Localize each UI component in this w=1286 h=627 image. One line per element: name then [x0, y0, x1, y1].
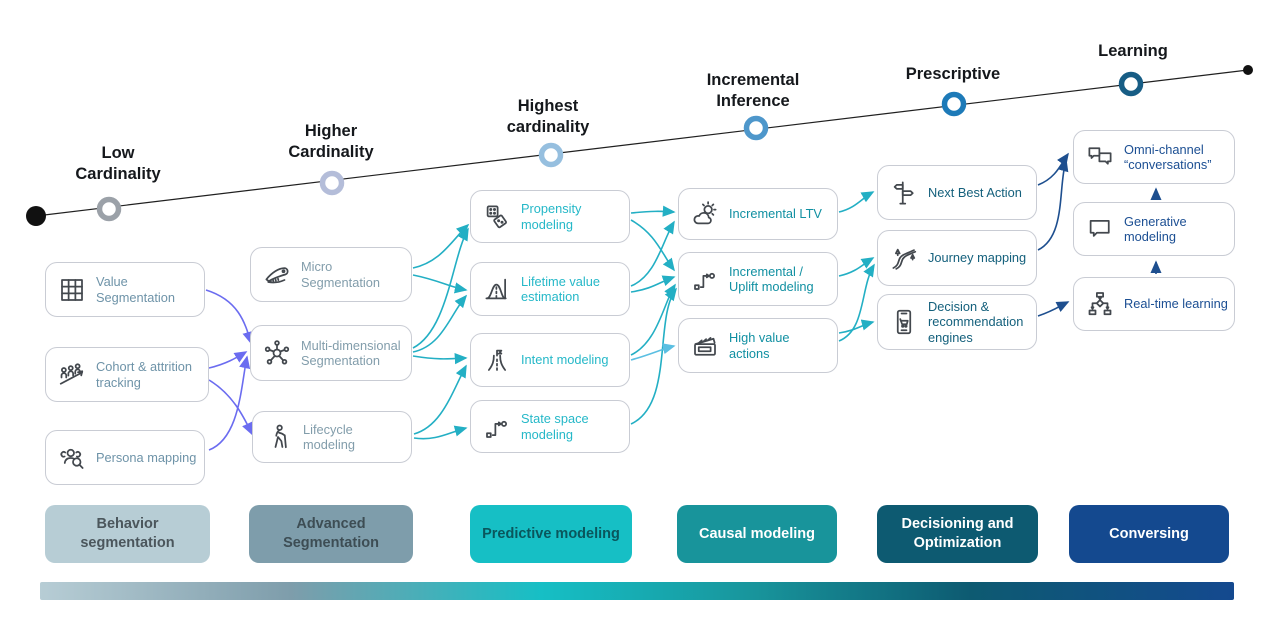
line-start-dot	[26, 206, 46, 226]
dice-icon	[482, 202, 512, 232]
box-micro-segmentation: Micro Segmentation	[250, 247, 412, 302]
milestone-marker-low-cardinality	[96, 196, 122, 222]
box-real-time-learning: Real-time learning	[1073, 277, 1235, 331]
pill-behavior-segmentation: Behavior segmentation	[45, 505, 210, 563]
flowchart-icon	[1085, 289, 1115, 319]
milestone-marker-learning	[1118, 71, 1144, 97]
box-next-best-action: Next Best Action	[877, 165, 1037, 220]
box-omni-channel-conversations: Omni-channel “conversations”	[1073, 130, 1235, 184]
milestone-marker-prescriptive	[941, 91, 967, 117]
box-intent-modeling: Intent modeling	[470, 333, 630, 387]
modeling-arrows	[412, 191, 875, 440]
box-decision-recommendation-engines: Decision & recommendation engines	[877, 294, 1037, 350]
uplift-path-icon	[690, 264, 720, 294]
box-label: Generative modeling	[1124, 213, 1187, 244]
segmentation-arrows	[205, 289, 254, 451]
box-generative-modeling: Generative modeling	[1073, 202, 1235, 256]
milestone-marker-highest-cardinality	[538, 142, 564, 168]
box-cohort-attrition-tracking: Cohort & attrition tracking	[45, 347, 209, 402]
box-label: Next Best Action	[928, 184, 1022, 200]
box-label: Persona mapping	[96, 449, 197, 465]
box-journey-mapping: Journey mapping	[877, 230, 1037, 286]
milestone-label-higher-cardinality: Higher Cardinality	[288, 122, 374, 161]
intent-to-high-value-arrow	[630, 343, 676, 361]
winding-road-icon	[889, 243, 919, 273]
sun-cloud-icon	[690, 199, 720, 229]
clapperboard-icon	[690, 331, 720, 361]
box-value-segmentation: Value Segmentation	[45, 262, 205, 317]
box-label: Multi-dimensional Segmentation	[301, 337, 401, 368]
box-label: State space modeling	[521, 411, 589, 442]
milestone-label-low-cardinality: Low Cardinality	[75, 144, 161, 183]
decisioning-arrows	[1037, 152, 1162, 317]
box-incremental-ltv: Incremental LTV	[678, 188, 838, 240]
persona-search-icon	[57, 443, 87, 473]
maturity-gradient-bar	[40, 582, 1234, 600]
grid-icon	[57, 275, 87, 305]
bell-curve-icon	[482, 274, 512, 304]
box-persona-mapping: Persona mapping	[45, 430, 205, 485]
cohort-trend-icon	[57, 360, 87, 390]
milestone-marker-higher-cardinality	[319, 170, 345, 196]
forked-road-icon	[482, 345, 512, 375]
chat-bubbles-icon	[1085, 142, 1115, 172]
milestone-label-highest-cardinality: Highest cardinality	[506, 97, 590, 136]
box-label: Value Segmentation	[96, 274, 175, 305]
knife-ruler-icon	[262, 260, 292, 290]
pill-predictive-modeling: Predictive modeling	[470, 505, 632, 563]
walking-person-icon	[264, 422, 294, 452]
box-label: Lifecycle modeling	[303, 421, 355, 452]
state-path-icon	[482, 412, 512, 442]
box-label: Real-time learning	[1124, 296, 1228, 312]
chat-bubble-icon	[1085, 214, 1115, 244]
box-label: Incremental / Uplift modeling	[729, 263, 814, 294]
box-label: Propensity modeling	[521, 201, 582, 232]
box-label: Decision & recommendation engines	[928, 299, 1024, 345]
line-end-dot	[1243, 65, 1253, 75]
box-label: Lifetime value estimation	[521, 273, 600, 304]
box-incremental-uplift-modeling: Incremental / Uplift modeling	[678, 252, 838, 306]
box-label: Journey mapping	[928, 250, 1027, 266]
box-label: Omni-channel “conversations”	[1124, 141, 1212, 172]
box-label: Micro Segmentation	[301, 259, 380, 290]
pill-conversing: Conversing	[1069, 505, 1229, 563]
pill-advanced-segmentation: Advanced Segmentation	[249, 505, 413, 563]
signpost-icon	[889, 178, 919, 208]
milestone-label-prescriptive: Prescriptive	[905, 65, 1001, 83]
molecule-icon	[262, 338, 292, 368]
milestone-label-incremental-inference: Incremental Inference	[706, 71, 800, 110]
milestone-marker-incremental-inference	[743, 115, 769, 141]
milestone-label-learning: Learning	[1098, 42, 1168, 60]
maturity-line	[26, 65, 1253, 226]
box-state-space-modeling: State space modeling	[470, 400, 630, 453]
box-lifetime-value-estimation: Lifetime value estimation	[470, 262, 630, 316]
pill-causal-modeling: Causal modeling	[677, 505, 837, 563]
box-label: Intent modeling	[521, 352, 609, 368]
box-multi-dimensional-segmentation: Multi-dimensional Segmentation	[250, 325, 412, 381]
box-label: Cohort & attrition tracking	[96, 359, 193, 390]
pill-decisioning-optimization: Decisioning and Optimization	[877, 505, 1038, 563]
phone-cart-icon	[889, 307, 919, 337]
box-label: High value actions	[729, 330, 790, 361]
box-label: Incremental LTV	[729, 206, 822, 222]
box-high-value-actions: High value actions	[678, 318, 838, 373]
box-lifecycle-modeling: Lifecycle modeling	[252, 411, 412, 463]
box-propensity-modeling: Propensity modeling	[470, 190, 630, 243]
